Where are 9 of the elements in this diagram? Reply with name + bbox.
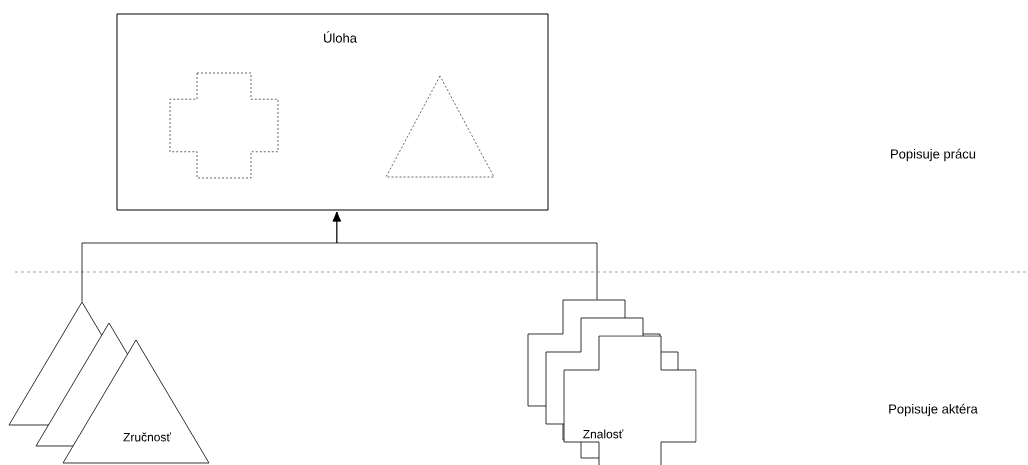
task-box: Úloha [116, 13, 549, 211]
cross-outline [169, 72, 279, 179]
side-label: Popisuje prácu [891, 148, 976, 162]
side-label: Popisuje aktéra [889, 403, 978, 417]
knowledge-crosses: Znalosť [527, 299, 697, 465]
node-label: Zručnosť [123, 432, 172, 442]
triangle-outline [385, 75, 495, 178]
skill-triangles: Zručnosť [8, 301, 210, 464]
connector-arrow [332, 211, 598, 300]
